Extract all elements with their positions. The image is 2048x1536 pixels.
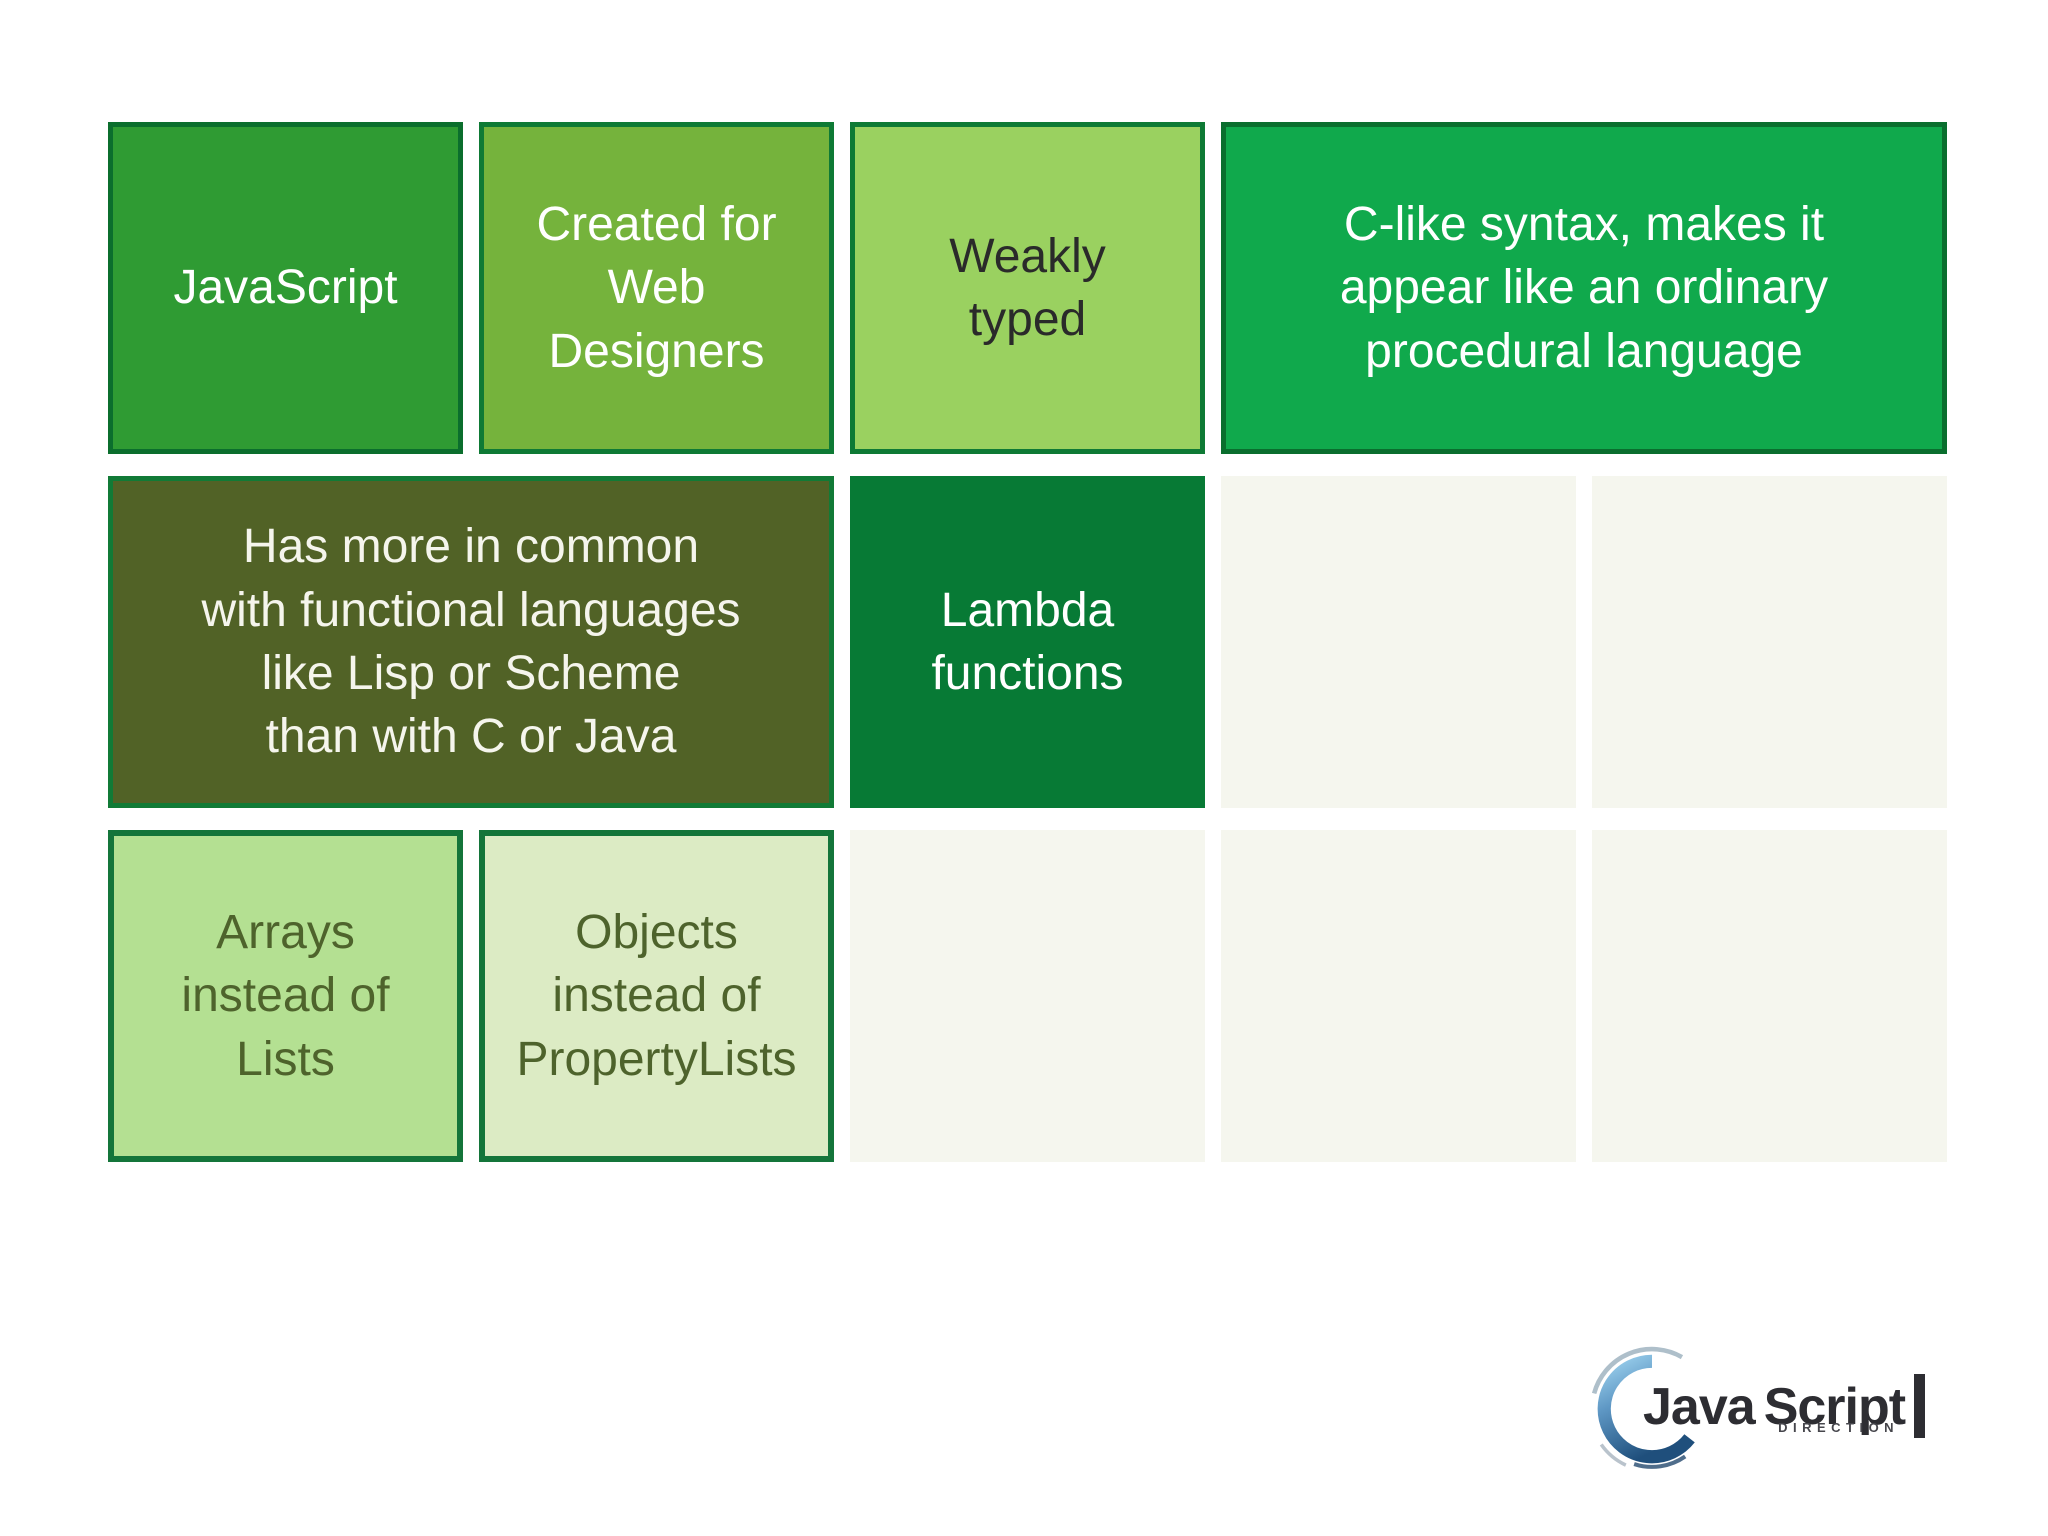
logo-tagline: DIRECTION bbox=[1778, 1420, 1900, 1435]
logo-text-java: Java bbox=[1643, 1378, 1756, 1436]
tile-empty bbox=[850, 830, 1205, 1162]
tile-label: Objects instead of PropertyLists bbox=[516, 905, 797, 1086]
tile-label: Weakly typed bbox=[949, 229, 1106, 346]
tile-lambda-functions: Lambda functions bbox=[850, 476, 1205, 808]
tile-label: Has more in common with functional langu… bbox=[201, 520, 741, 764]
tile-functional-languages: Has more in common with functional langu… bbox=[108, 476, 834, 808]
logo-text-script: Script bbox=[1763, 1378, 1906, 1436]
logo-swoosh-icon bbox=[1591, 1346, 1695, 1469]
tile-label: JavaScript bbox=[173, 261, 398, 315]
tile-empty bbox=[1592, 830, 1947, 1162]
tile-empty bbox=[1221, 830, 1576, 1162]
tile-label: C-like syntax, makes it appear like an o… bbox=[1339, 197, 1829, 378]
tile-empty bbox=[1221, 476, 1576, 808]
tile-javascript: JavaScript bbox=[108, 122, 463, 454]
tile-weakly-typed: Weakly typed bbox=[850, 122, 1205, 454]
tile-arrays-instead-of-lists: Arrays instead of Lists bbox=[108, 830, 463, 1162]
tile-label: Lambda functions bbox=[931, 583, 1124, 700]
tile-empty bbox=[1592, 476, 1947, 808]
tile-objects-instead-of-propertylists: Objects instead of PropertyLists bbox=[479, 830, 834, 1162]
logo-cursor-bar bbox=[1914, 1374, 1926, 1438]
tile-created-for-web-designers: Created for Web Designers bbox=[479, 122, 834, 454]
feature-grid: JavaScript Created for Web Designers Wea… bbox=[108, 122, 1947, 1162]
tile-c-like-syntax: C-like syntax, makes it appear like an o… bbox=[1221, 122, 1947, 454]
tile-label: Arrays instead of Lists bbox=[181, 905, 390, 1086]
tile-label: Created for Web Designers bbox=[536, 197, 777, 378]
